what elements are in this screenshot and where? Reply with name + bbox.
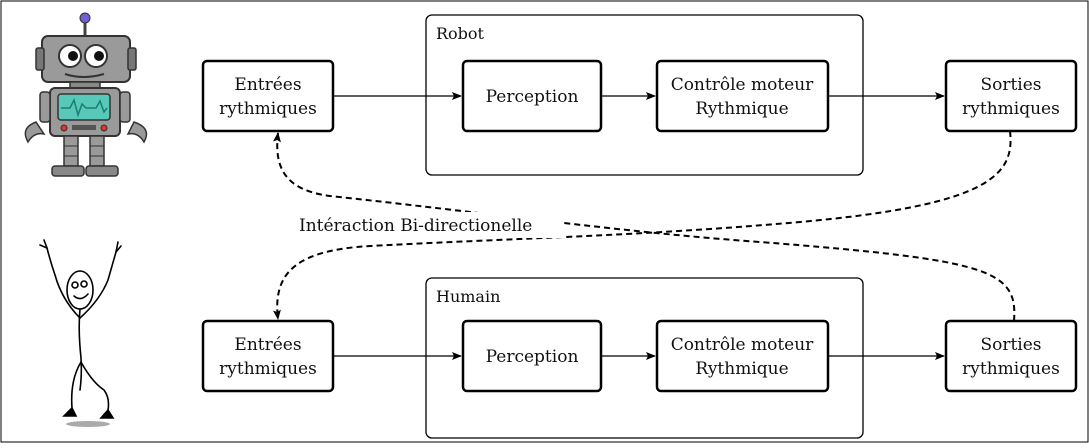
svg-text:Contrôle moteur: Contrôle moteur (671, 335, 814, 355)
stick-figure-human-icon (39, 239, 122, 427)
svg-text:rythmiques: rythmiques (962, 359, 1060, 379)
dashed-link-human-output-to-robot-input (273, 132, 1016, 322)
svg-text:rythmiques: rythmiques (219, 99, 317, 119)
robot-icon (24, 12, 148, 177)
svg-text:rythmiques: rythmiques (219, 359, 317, 379)
robot-group-label: Robot (436, 24, 485, 43)
svg-text:Contrôle moteur: Contrôle moteur (671, 75, 814, 95)
dashed-link-robot-output-to-human-input (272, 130, 1012, 320)
svg-text:Perception: Perception (486, 347, 579, 367)
svg-text:Rythmique: Rythmique (695, 99, 788, 119)
svg-text:Perception: Perception (486, 87, 579, 107)
human-group-label: Humain (436, 287, 500, 306)
human-motor-control-box: Contrôle moteur Rythmique (655, 319, 830, 393)
svg-text:rythmiques: rythmiques (962, 99, 1060, 119)
svg-text:Rythmique: Rythmique (695, 359, 788, 379)
interaction-label: Intéraction Bi-directionelle (299, 216, 532, 236)
svg-text:Entrées: Entrées (234, 75, 301, 95)
robot-motor-control-box: Contrôle moteur Rythmique (655, 59, 830, 133)
human-output-box: Sorties rythmiques (944, 319, 1078, 393)
robot-perception-box: Perception (461, 59, 603, 133)
svg-text:Sorties: Sorties (980, 75, 1041, 95)
svg-text:Entrées: Entrées (234, 335, 301, 355)
human-input-box: Entrées rythmiques (201, 319, 335, 393)
robot-output-box: Sorties rythmiques (944, 59, 1078, 133)
robot-input-box: Entrées rythmiques (201, 59, 335, 133)
svg-text:Sorties: Sorties (980, 335, 1041, 355)
human-perception-box: Perception (461, 319, 603, 393)
interaction-label-bg (296, 212, 564, 238)
human-group-frame (425, 277, 864, 439)
robot-group-frame (425, 14, 864, 176)
